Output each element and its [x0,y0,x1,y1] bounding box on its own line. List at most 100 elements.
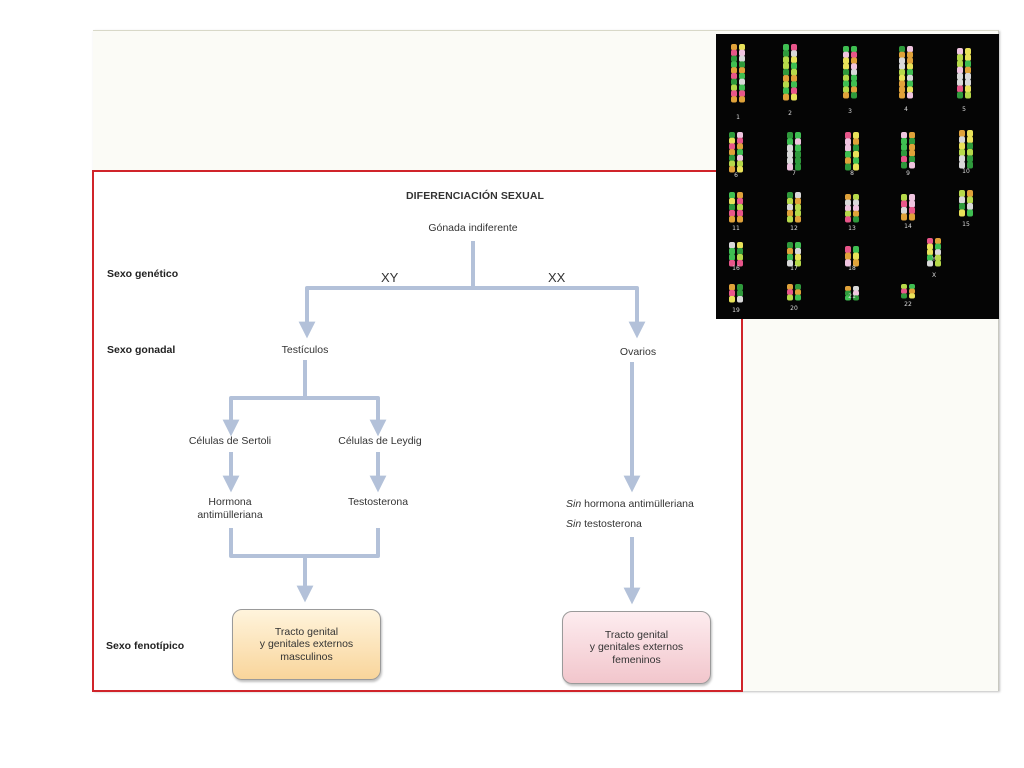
chromosome-band [739,96,745,103]
chromosome-number: X [932,272,936,279]
chromosome-band [957,79,963,86]
chromosome-band [737,284,743,291]
node-no-amh: Sin hormona antimülleriana [566,498,694,510]
chromosome-band [729,149,735,156]
chromosome-band [909,200,915,208]
chromosome-number: 19 [732,307,740,314]
chromosome-band [899,74,905,82]
chromosome-band [959,190,965,197]
chromosome-band [899,63,905,70]
chromosome-band [795,210,801,217]
chromosome-band [907,46,913,53]
female-phenotype-box: Tracto genital y genitales externos feme… [562,611,711,684]
merge-line [229,528,380,558]
chromosome-number: 6 [734,172,738,179]
chromosome-band [739,61,745,68]
chromosome-band [899,69,905,76]
chromosome-band [927,249,933,256]
chromosome-band [909,138,915,145]
male-result-line1: Tracto genital [274,625,339,638]
chromosome-band [845,290,851,296]
chromosome-band [901,156,907,163]
chromosome-band [795,163,801,171]
row-label-gonadal: Sexo gonadal [107,344,176,356]
chromosome-band [791,62,797,70]
chromosome-band [729,166,735,173]
chromosome-band [783,75,789,82]
chromosome-band [959,130,965,137]
chromosome-band [843,74,849,82]
chromosome-band [739,49,745,57]
chromosome-band [731,96,737,103]
chromosome-band [909,293,915,299]
chromosome-band [787,294,793,301]
chromosome-band [783,56,789,64]
chromosome-band [729,216,735,223]
chromosome-band [795,248,801,255]
chromosome-band [853,252,859,260]
chromosome-band [783,87,789,95]
no-testosterone-italic: Sin [566,518,582,530]
chromosome-band [965,85,971,93]
chromosome-band [901,132,907,139]
chromosome-band [787,163,793,171]
chromosome-band [729,284,735,291]
chromosome-band [901,138,907,145]
chromosome-band [737,254,743,261]
chromosome-band [787,132,793,139]
chromosome-number: 7 [792,170,796,177]
chromosome-band [731,90,737,97]
branch-label-xy: XY [381,270,399,285]
chromosome-band [843,69,849,76]
chromosome-band [787,138,793,146]
female-result-line3: femeninos [612,653,661,666]
chromosome-band [737,166,743,173]
chromosome-band [845,199,851,206]
chromosome-number: 17 [790,265,798,272]
chromosome-band [965,60,971,68]
chromosome-band [899,46,905,53]
chromosome-band [909,150,915,157]
chromosome-band [851,92,857,99]
chromosome-band [935,238,941,245]
chromosome-band [737,154,743,162]
chromosome-band [853,290,859,296]
chromosome-band [729,204,735,211]
chromosome-band [959,136,965,144]
chromosome-band [957,73,963,80]
chromosome-band [965,73,971,80]
chromosome-band [901,284,907,290]
xy-arrow [298,286,473,339]
node-amh: Hormona antimülleriana [170,496,290,522]
chromosome-band [787,216,793,223]
chromosome-band [739,67,745,74]
male-result-line2: y genitales externos [259,638,354,651]
chromosome-band [853,286,859,292]
chromosome-band [739,55,745,62]
chromosome-band [795,294,801,301]
node-testosterone: Testosterona [347,496,409,508]
chromosome-band [927,243,933,250]
leydig-arrow [305,396,387,437]
chromosome-band [731,44,737,51]
chromosome-band [845,259,851,267]
chromosome-band [909,284,915,290]
chromosome-band [965,91,971,99]
node-no-testosterone: Sin testosterona [566,518,642,530]
chromosome-band [901,200,907,208]
chromosome-band [787,248,793,255]
chromosome-band [845,163,851,171]
chromosome-number: 3 [848,108,852,115]
chromosome-band [787,210,793,217]
chromosome-band [795,216,801,223]
chromosome-band [787,242,793,249]
chromosome-band [737,149,743,156]
chromosome-band [783,81,789,89]
chromosome-band [957,66,963,74]
chromosome-band [843,92,849,99]
chromosome-band [783,68,789,76]
chromosome-band [935,243,941,250]
chromosome-band [845,144,851,152]
chromosome-band [783,44,789,51]
